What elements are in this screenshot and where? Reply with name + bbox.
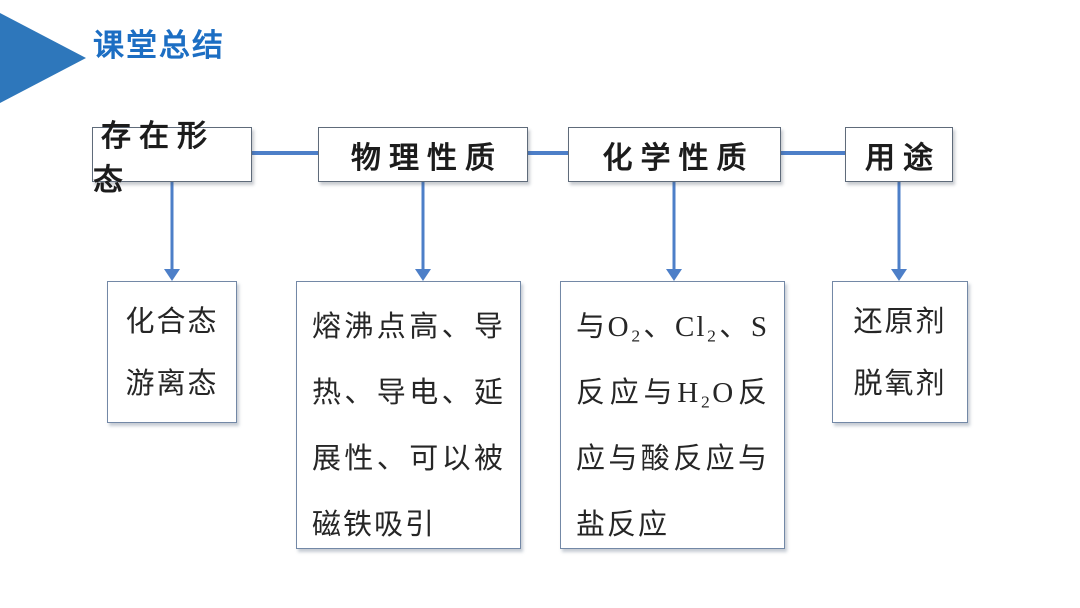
detail-line: 脱氧剂: [853, 368, 947, 400]
header-box-physical-properties: 物理性质: [318, 127, 528, 182]
header-label-uses: 用途: [865, 141, 941, 175]
down-arrow-physical-properties: [415, 182, 431, 281]
arrow-head-icon: [164, 269, 180, 281]
header-label-physical-properties: 物理性质: [351, 141, 503, 175]
header-box-uses: 用途: [845, 127, 953, 182]
title-triangle-icon: [0, 13, 86, 103]
arrow-shaft: [421, 182, 425, 270]
detail-box-existence-form: 化合态 游离态: [107, 281, 237, 423]
detail-line: 热、导电、延: [312, 377, 505, 409]
detail-line: 展性、可以被: [312, 443, 505, 475]
detail-line: 还原剂: [853, 306, 947, 338]
arrow-head-icon: [891, 269, 907, 281]
detail-line: 游离态: [125, 368, 219, 400]
connector-line-2: [528, 151, 568, 155]
detail-line: 熔沸点高、导: [312, 311, 505, 343]
header-label-chemical-properties: 化学性质: [602, 141, 755, 175]
connector-line-3: [781, 151, 845, 155]
arrow-shaft: [897, 182, 901, 270]
header-box-existence-form: 存在形态: [92, 120, 252, 197]
detail-line: 应与酸反应与: [576, 443, 769, 475]
connector-line-1: [252, 151, 318, 155]
detail-box-chemical-properties: 与O₂、Cl₂、S 反应与H₂O反 应与酸反应与 盐反应: [560, 281, 785, 549]
detail-line: 磁铁吸引: [312, 509, 437, 541]
detail-line: 盐反应: [576, 509, 670, 541]
down-arrow-chemical-properties: [666, 182, 682, 281]
arrow-shaft: [672, 182, 676, 270]
page-title: 课堂总结: [93, 28, 225, 63]
arrow-shaft: [170, 182, 174, 270]
detail-line: 反应与H₂O反: [576, 377, 769, 409]
arrow-head-icon: [666, 269, 682, 281]
detail-line: 化合态: [125, 306, 219, 338]
header-label-existence-form: 存在形态: [93, 119, 215, 197]
arrow-head-icon: [415, 269, 431, 281]
detail-box-uses: 还原剂 脱氧剂: [832, 281, 968, 423]
down-arrow-uses: [891, 182, 907, 281]
header-box-chemical-properties: 化学性质: [568, 127, 781, 182]
detail-line: 与O₂、Cl₂、S: [576, 311, 769, 343]
down-arrow-existence-form: [164, 182, 180, 281]
detail-box-physical-properties: 熔沸点高、导 热、导电、延 展性、可以被 磁铁吸引: [296, 281, 521, 549]
